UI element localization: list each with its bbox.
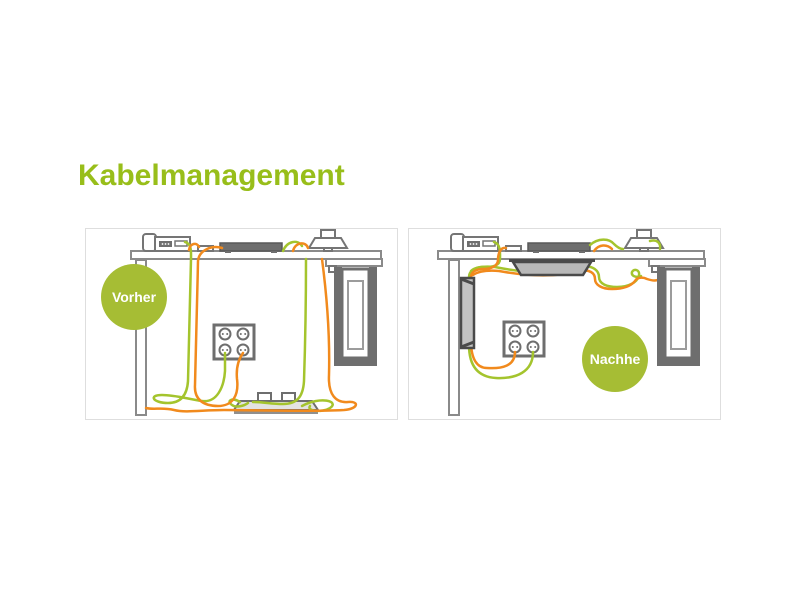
page-title: Kabelmanagement (78, 159, 345, 192)
messy-cables (144, 240, 357, 413)
wall-outlet-icon (212, 323, 256, 361)
keyboard-icon (219, 242, 283, 253)
before-panel: Vorher (85, 228, 398, 420)
before-illustration (130, 229, 383, 416)
keyboard-icon (527, 242, 591, 253)
cable-duct-icon (459, 276, 476, 350)
desk-leg (448, 259, 460, 416)
tidy-cables (467, 238, 662, 380)
pc-tower-icon (325, 258, 383, 366)
printer-icon (142, 233, 191, 252)
pc-tower-icon (657, 267, 700, 366)
desk-lamp-icon (307, 229, 349, 252)
after-badge: Nachhe (582, 326, 648, 392)
desk-leg (135, 259, 147, 416)
mount-plate (648, 258, 706, 267)
before-badge: Vorher (101, 264, 167, 330)
mouse-icon (505, 245, 522, 252)
after-panel: Nachhe (408, 228, 721, 420)
after-illustration (437, 229, 706, 416)
wall-outlet-icon (502, 320, 546, 358)
cable-tray-icon (509, 259, 595, 277)
printer-icon (450, 233, 499, 252)
